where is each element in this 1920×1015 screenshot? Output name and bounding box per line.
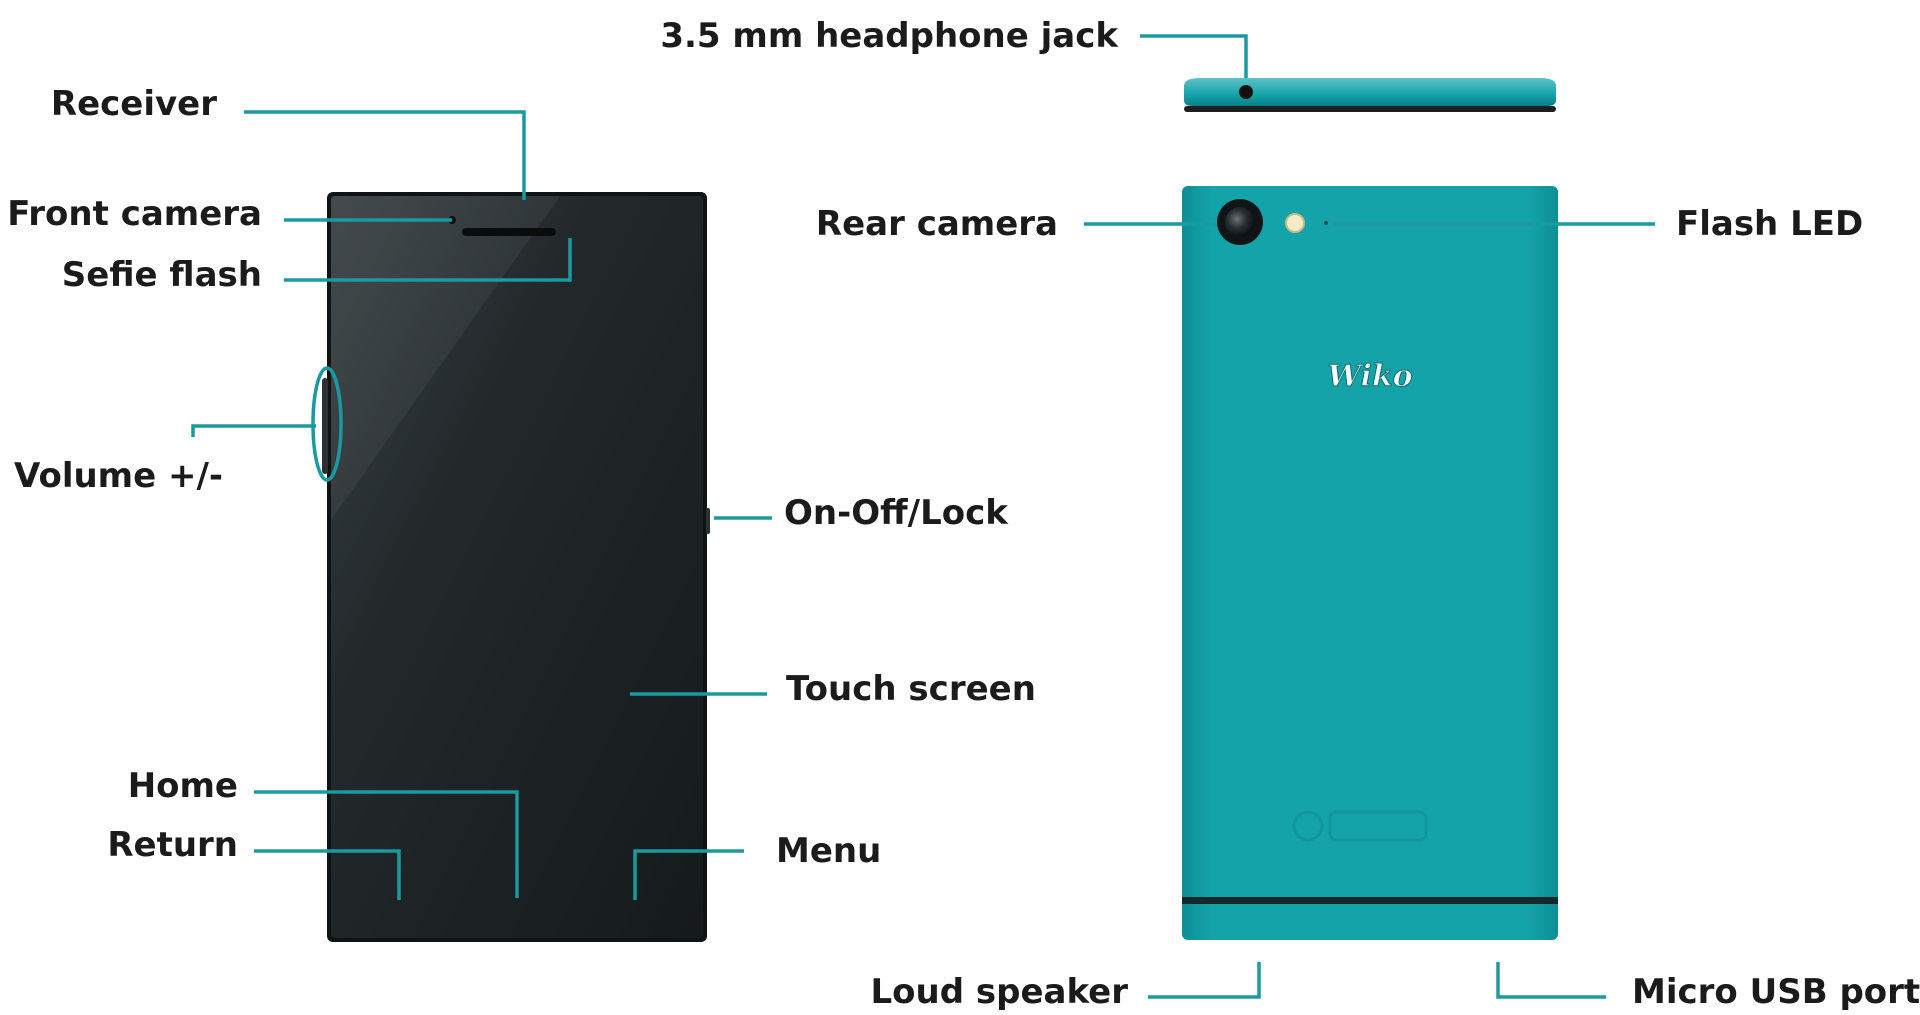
label-rear-camera: Rear camera xyxy=(816,204,1058,244)
callout-volume-ring xyxy=(311,366,343,482)
label-selfie-flash: Sefie flash xyxy=(62,255,262,295)
receiver-slot xyxy=(462,228,556,236)
phone-back-band xyxy=(1182,897,1558,904)
volume-rocker xyxy=(322,378,328,474)
glass-reflection xyxy=(331,196,560,520)
callout-home xyxy=(254,790,519,898)
phone-front xyxy=(322,192,710,942)
phone-front-glass xyxy=(331,196,703,938)
callout-lines xyxy=(191,34,1655,999)
label-loud-speaker: Loud speaker xyxy=(870,972,1128,1012)
label-receiver: Receiver xyxy=(51,84,217,124)
top-edge-body xyxy=(1184,78,1556,106)
callout-menu xyxy=(633,849,744,900)
headphone-jack-hole xyxy=(1239,85,1253,99)
label-front-camera: Front camera xyxy=(7,194,262,234)
rear-camera-lens xyxy=(1225,207,1255,237)
callout-volume xyxy=(191,424,316,437)
callout-headphone-jack xyxy=(1140,34,1248,78)
label-touch-screen: Touch screen xyxy=(786,669,1036,709)
label-flash-led: Flash LED xyxy=(1676,204,1863,244)
label-menu: Menu xyxy=(776,831,881,871)
label-home: Home xyxy=(128,766,238,806)
top-edge-rim xyxy=(1184,106,1556,112)
label-headphone-jack: 3.5 mm headphone jack xyxy=(660,16,1119,56)
labels: 3.5 mm headphone jack Receiver Front cam… xyxy=(7,16,1920,1012)
label-volume: Volume +/- xyxy=(14,456,223,496)
callout-micro-usb xyxy=(1496,962,1606,999)
phone-back-body xyxy=(1182,186,1558,940)
regulatory-marks xyxy=(1292,810,1428,842)
callout-selfie-flash xyxy=(284,238,572,282)
label-on-off-lock: On-Off/Lock xyxy=(784,493,1009,533)
label-return: Return xyxy=(107,825,238,865)
phone-back: Wiko xyxy=(1182,186,1558,940)
regulatory-box xyxy=(1328,810,1428,842)
flash-led-lamp xyxy=(1285,213,1305,233)
callout-receiver xyxy=(244,110,526,200)
ce-mark-c xyxy=(1292,810,1324,842)
mic-hole xyxy=(1324,221,1328,225)
power-button xyxy=(706,508,710,534)
brand-logo: Wiko xyxy=(1327,359,1412,394)
callout-return xyxy=(254,849,401,900)
phone-top-edge xyxy=(1184,78,1556,112)
label-micro-usb: Micro USB port xyxy=(1632,972,1920,1012)
callout-loud-speaker xyxy=(1148,962,1261,999)
